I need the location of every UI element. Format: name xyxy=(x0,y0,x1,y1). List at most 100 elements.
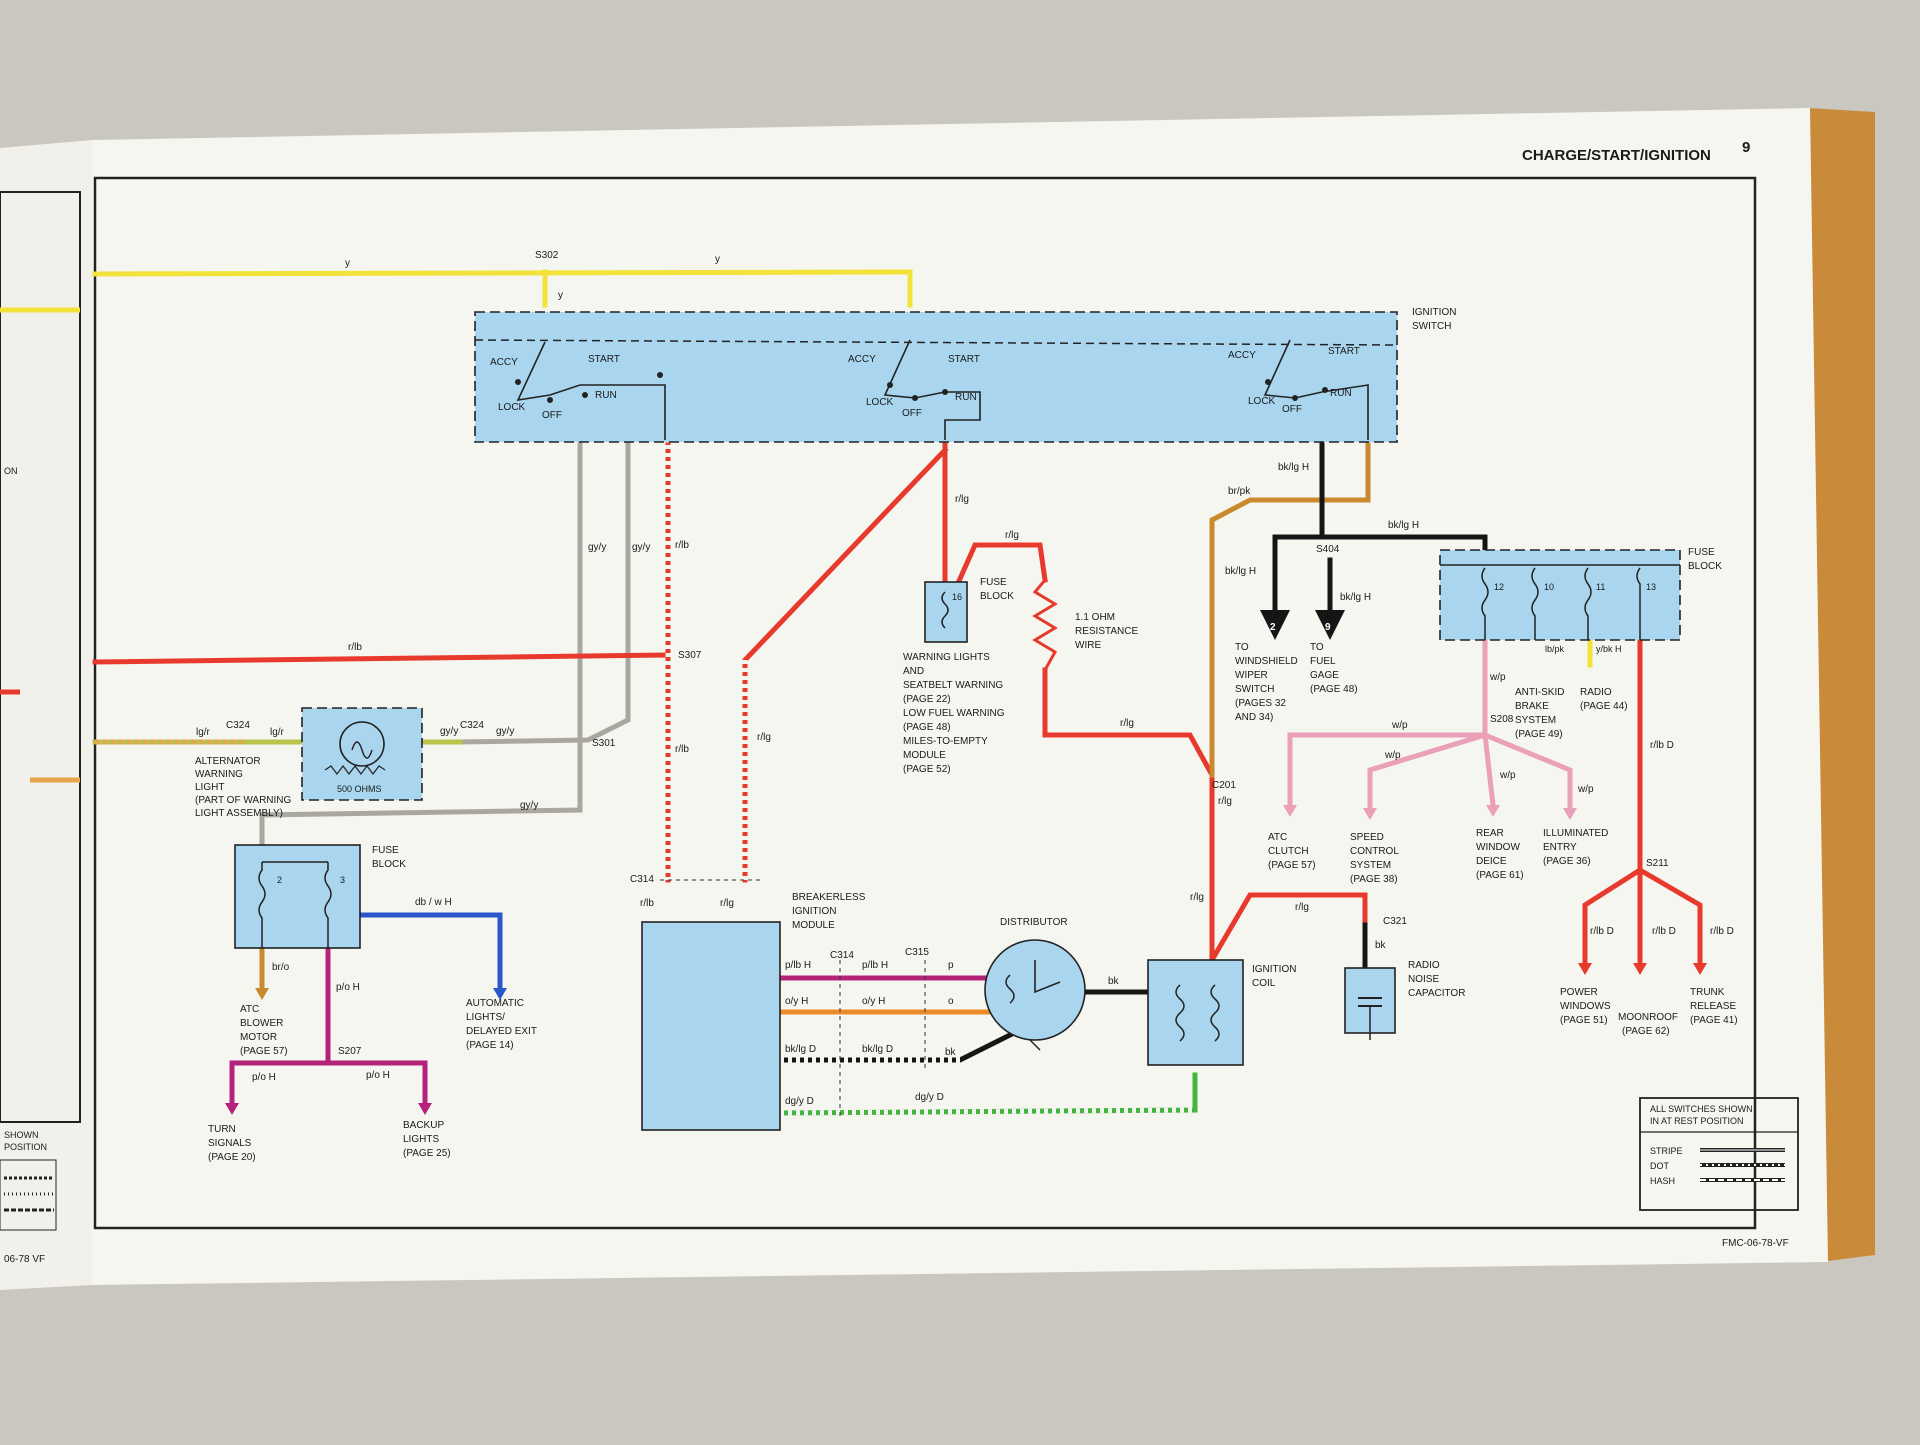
legend-dot-label: DOT xyxy=(1650,1161,1670,1171)
left-page-border xyxy=(0,191,81,1123)
left-legend-fragment xyxy=(0,1159,57,1231)
svg-text:(PAGES 32: (PAGES 32 xyxy=(1235,698,1286,709)
pink-wire-speed xyxy=(1367,731,1489,813)
svg-text:MODULE: MODULE xyxy=(792,920,835,931)
switch-contact-1: ACCY START LOCK OFF RUN xyxy=(490,341,666,440)
svg-text:2: 2 xyxy=(277,875,282,885)
svg-text:BRAKE: BRAKE xyxy=(1515,701,1549,712)
fuse-icon xyxy=(941,591,949,629)
wire-label: gy/y xyxy=(632,542,650,553)
legend-box xyxy=(1639,1097,1799,1211)
switch-linkage xyxy=(474,339,1396,346)
svg-text:(PAGE 57): (PAGE 57) xyxy=(1268,860,1316,871)
svg-text:13: 13 xyxy=(1646,582,1656,592)
wire-label: bk/lg D xyxy=(862,1044,893,1055)
svg-text:NOISE: NOISE xyxy=(1408,974,1439,985)
fuse-12: 12 xyxy=(1481,567,1504,640)
svg-text:TO: TO xyxy=(1310,642,1324,653)
wire-label: bk/lg H xyxy=(1388,520,1419,531)
ignition-switch-title: IGNITION xyxy=(1412,307,1456,318)
svg-text:SYSTEM: SYSTEM xyxy=(1350,860,1391,871)
dest-rear-window: REAR WINDOW DEICE (PAGE 61) xyxy=(1476,828,1524,881)
svg-text:RADIO: RADIO xyxy=(1580,687,1612,698)
coil-secondary-icon xyxy=(1210,984,1220,1042)
dest-fuel-gage: TO FUEL GAGE (PAGE 48) xyxy=(1310,642,1358,695)
svg-text:SPEED: SPEED xyxy=(1350,832,1384,843)
svg-text:LIGHT: LIGHT xyxy=(195,782,224,793)
svg-text:ATC: ATC xyxy=(240,1004,259,1015)
fuse-10: 10 xyxy=(1531,567,1554,640)
svg-text:IGNITION: IGNITION xyxy=(792,906,836,917)
svg-text:ACCY: ACCY xyxy=(490,357,518,368)
wire-label: w/p xyxy=(1391,720,1408,731)
left-page-fragment: POSITION xyxy=(4,1142,47,1152)
ignition-switch xyxy=(474,311,1398,443)
distributor-label: DISTRIBUTOR xyxy=(1000,917,1068,928)
red-wire-rlb-horizontal xyxy=(92,652,671,665)
dest-atc-blower: ATC BLOWER MOTOR (PAGE 57) xyxy=(240,1004,288,1057)
svg-text:LOCK: LOCK xyxy=(1248,396,1276,407)
wire-label: p/lb H xyxy=(785,960,811,971)
svg-text:BREAKERLESS: BREAKERLESS xyxy=(792,892,866,903)
arrow-icon xyxy=(493,988,507,1000)
wire-label: r/lb D xyxy=(1652,926,1676,937)
svg-text:START: START xyxy=(588,354,620,365)
arrow-icon xyxy=(1578,963,1592,975)
yellow-wire xyxy=(92,269,913,308)
svg-text:12: 12 xyxy=(1494,582,1504,592)
page-border xyxy=(93,176,1757,1230)
red-wire-capacitor xyxy=(1208,892,1368,964)
svg-text:TRUNK: TRUNK xyxy=(1690,987,1725,998)
resistance-label: WIRE xyxy=(1075,640,1101,651)
splice-s404: S404 xyxy=(1316,544,1340,555)
wire-label: r/lg xyxy=(720,898,734,909)
wire-label: db / w H xyxy=(415,897,452,908)
left-page-fragment: ON xyxy=(4,466,18,476)
svg-text:DELAYED EXIT: DELAYED EXIT xyxy=(466,1026,537,1037)
svg-text:MILES-TO-EMPTY: MILES-TO-EMPTY xyxy=(903,736,988,747)
svg-text:(PAGE 49): (PAGE 49) xyxy=(1515,729,1563,740)
coil-primary-icon xyxy=(1175,984,1185,1042)
alternator-warning-light xyxy=(301,707,423,801)
lamp-icon xyxy=(339,721,385,767)
wire-label: r/lg xyxy=(1005,530,1019,541)
lamp-filament xyxy=(351,741,373,759)
wire-label: dg/y D xyxy=(915,1092,944,1103)
legend-hash-label: HASH xyxy=(1650,1176,1675,1186)
svg-text:POWER: POWER xyxy=(1560,987,1598,998)
wire-label: r/lg xyxy=(1120,718,1134,729)
arrow-icon xyxy=(255,988,269,1000)
svg-text:WARNING: WARNING xyxy=(195,769,243,780)
wire-label: w/p xyxy=(1499,770,1516,781)
wire-label: p/o H xyxy=(336,982,360,993)
svg-text:ATC: ATC xyxy=(1268,832,1287,843)
svg-text:BACKUP: BACKUP xyxy=(403,1120,444,1131)
svg-text:LOW FUEL WARNING: LOW FUEL WARNING xyxy=(903,708,1005,719)
svg-text:LOCK: LOCK xyxy=(866,397,894,408)
wire-label: w/p xyxy=(1577,784,1594,795)
warning-lights-label: WARNING LIGHTS AND SEATBELT WARNING (PAG… xyxy=(903,652,1005,775)
splice-s307: S307 xyxy=(678,650,702,661)
connector-c324: C324 xyxy=(460,720,484,731)
connector-c321: C321 xyxy=(1383,916,1407,927)
svg-text:WINDOWS: WINDOWS xyxy=(1560,1001,1611,1012)
arrow-icon xyxy=(225,1103,239,1115)
connector-c314: C314 xyxy=(630,874,654,885)
svg-text:LIGHTS/: LIGHTS/ xyxy=(466,1012,505,1023)
svg-text:ACCY: ACCY xyxy=(1228,350,1256,361)
right-fuse-block xyxy=(1439,549,1681,641)
svg-text:(PAGE 57): (PAGE 57) xyxy=(240,1046,288,1057)
magenta-wire xyxy=(229,945,331,1108)
arrow-icon xyxy=(1363,808,1377,820)
fuse-block-title: FUSE xyxy=(1688,547,1715,558)
magenta-wire xyxy=(325,1060,428,1108)
resistance-wire xyxy=(1032,579,1058,671)
svg-text:WARNING LIGHTS: WARNING LIGHTS xyxy=(903,652,990,663)
svg-text:(PAGE 44): (PAGE 44) xyxy=(1580,701,1628,712)
fuse-13: 13 xyxy=(1636,567,1656,640)
brown-wire xyxy=(1209,442,1371,778)
dest-illuminated-entry: ILLUMINATED ENTRY (PAGE 36) xyxy=(1543,828,1608,867)
wire-label: bk xyxy=(945,1047,957,1058)
ground-icon xyxy=(1029,1039,1041,1051)
